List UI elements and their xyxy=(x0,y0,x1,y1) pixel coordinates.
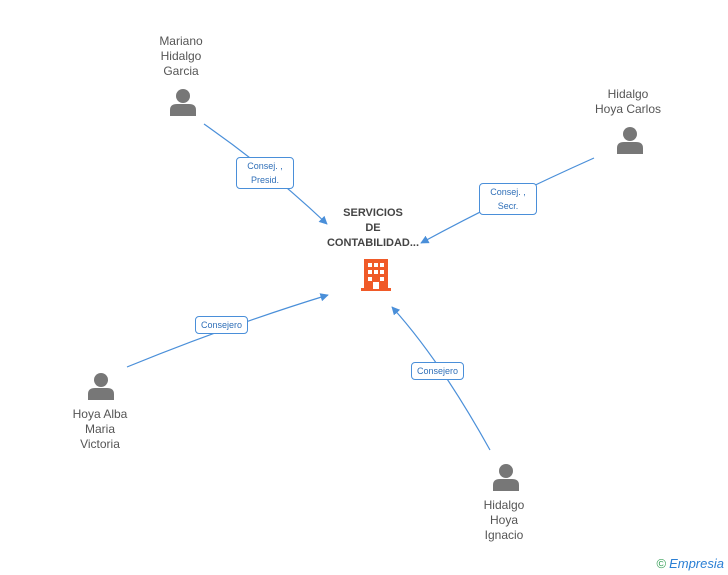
person-name-mariano[interactable]: Mariano Hidalgo Garcia xyxy=(131,34,231,79)
person-name-alba[interactable]: Hoya Alba Maria Victoria xyxy=(50,407,150,452)
role-line: Consej. , xyxy=(490,187,526,197)
role-line: Consejero xyxy=(417,366,459,376)
person-name-line: Hidalgo xyxy=(160,49,202,63)
person-name-ignacio[interactable]: Hidalgo Hoya Ignacio xyxy=(454,498,554,543)
company-name-line: CONTABILIDAD... xyxy=(326,237,420,249)
person-icon[interactable] xyxy=(492,463,520,491)
role-line: Secr. xyxy=(497,201,519,211)
person-name-line: Ignacio xyxy=(484,528,524,542)
person-name-line: Hoya Carlos xyxy=(594,102,662,116)
copyright-icon: © xyxy=(656,556,667,571)
building-icon[interactable] xyxy=(360,258,392,292)
role-box-mariano[interactable]: Consej. , Presid. xyxy=(236,157,294,189)
role-line: Consej. , xyxy=(247,161,283,171)
person-icon[interactable] xyxy=(87,372,115,400)
role-line: Presid. xyxy=(250,175,279,185)
company-name-line: DE xyxy=(365,222,381,234)
role-line: Consejero xyxy=(201,320,243,330)
person-name-line: Hoya xyxy=(489,513,518,527)
person-icon[interactable] xyxy=(616,126,644,154)
company-name[interactable]: SERVICIOS DE CONTABILIDAD... xyxy=(313,206,433,251)
person-name-line: Garcia xyxy=(163,64,199,78)
person-name-line: Hoya Alba xyxy=(72,407,128,421)
company-name-line: SERVICIOS xyxy=(343,207,403,219)
person-name-carlos[interactable]: Hidalgo Hoya Carlos xyxy=(578,87,678,117)
watermark[interactable]: ©Empresia xyxy=(656,556,724,571)
brand-logo: Empresia xyxy=(669,556,724,571)
person-name-line: Hidalgo xyxy=(483,498,525,512)
person-name-line: Mariano xyxy=(159,34,203,48)
role-box-ignacio[interactable]: Consejero xyxy=(411,362,465,380)
person-name-line: Hidalgo xyxy=(607,87,649,101)
person-name-line: Victoria xyxy=(80,437,120,451)
person-icon[interactable] xyxy=(169,88,197,116)
role-box-alba[interactable]: Consejero xyxy=(195,316,249,334)
person-name-line: Maria xyxy=(84,422,115,436)
role-box-carlos[interactable]: Consej. , Secr. xyxy=(479,183,537,215)
